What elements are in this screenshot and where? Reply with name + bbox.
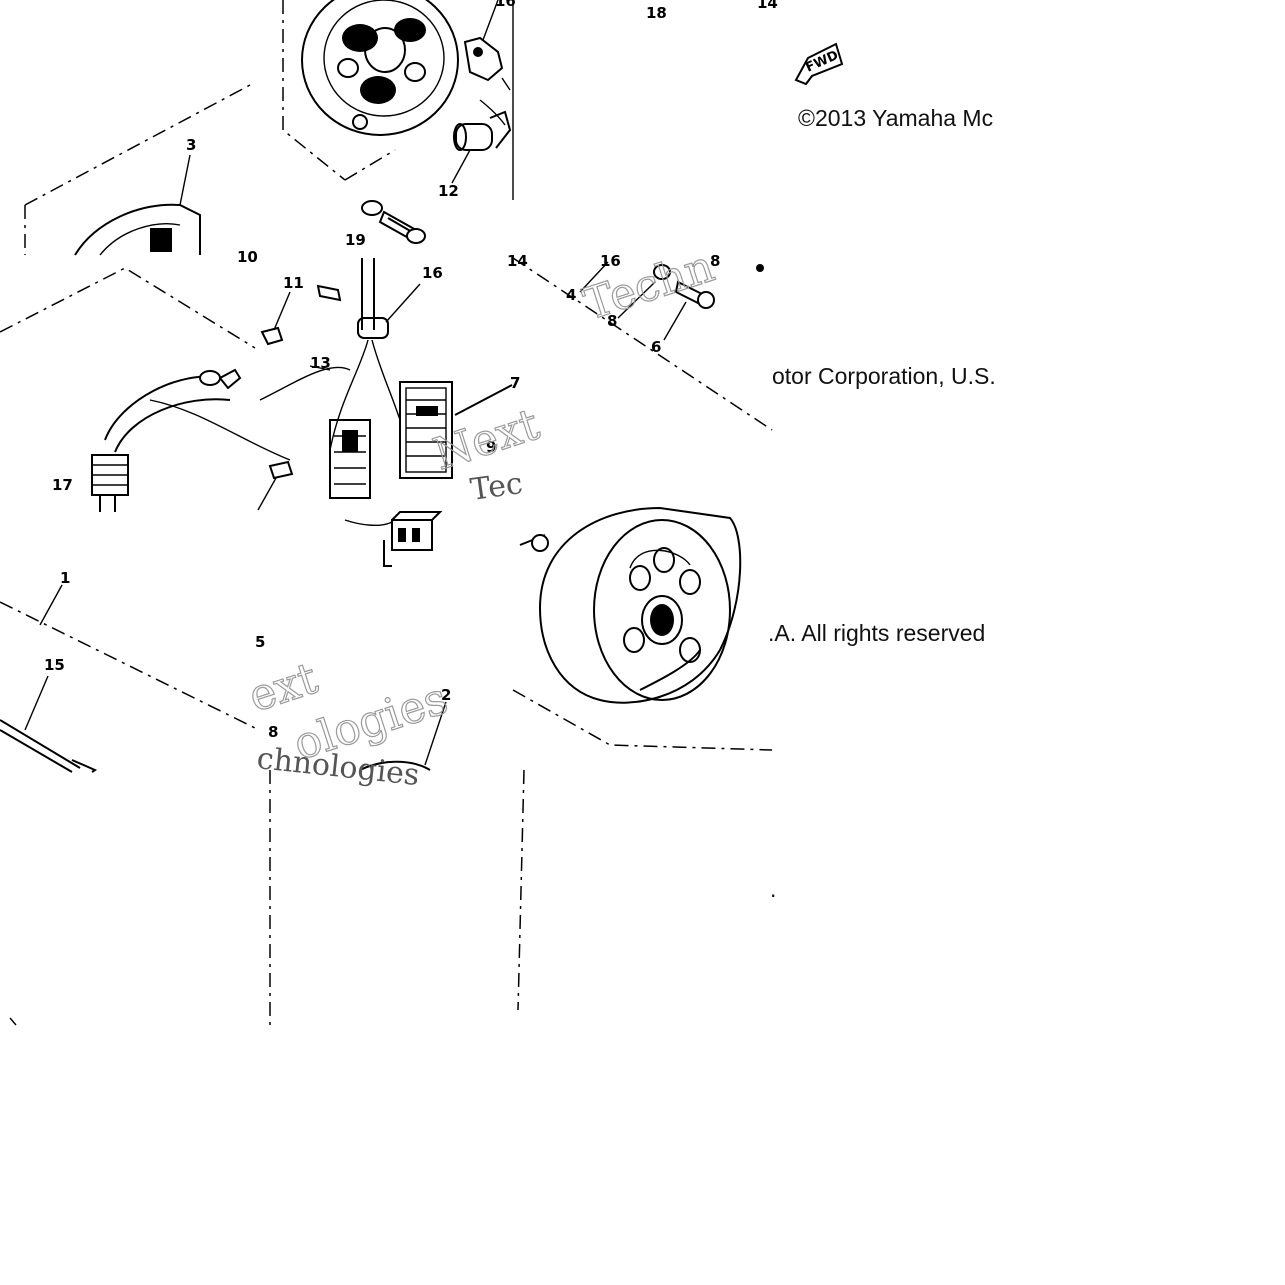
flywheel-rotor-drawing [512, 506, 773, 751]
callout-18: 18 [646, 4, 667, 22]
callout-3: 3 [186, 136, 196, 154]
callout-14a: 14 [757, 0, 778, 12]
copyright-fragment-1: ©2013 Yamaha Mc [798, 105, 994, 131]
callout-7: 7 [510, 374, 520, 392]
callout-15: 15 [44, 656, 65, 674]
fasteners-right [512, 257, 773, 431]
washer-screw-19 [361, 200, 426, 244]
callout-2: 2 [441, 686, 451, 704]
watermark-chnologies: chnologies [255, 741, 421, 793]
callout-14b: 14 [507, 252, 528, 270]
stator-plate-drawing [282, 0, 459, 181]
screws-small-11 [257, 284, 342, 511]
shaft-drawing-15 [0, 584, 256, 773]
callout-13: 13 [310, 354, 331, 372]
condenser-drawing [451, 99, 512, 184]
callout-17: 17 [52, 476, 73, 494]
fwd-arrow-icon: FWD [794, 42, 844, 86]
watermark-text: Techn ext ologies chnologies Next Tec [242, 240, 721, 793]
callout-12: 12 [438, 182, 459, 200]
callout-6: 6 [651, 338, 661, 356]
callout-8b: 8 [607, 312, 617, 330]
callout-16a: 16 [495, 0, 516, 10]
callout-8a: 8 [710, 252, 720, 270]
ignition-coil-drawing [259, 258, 513, 499]
callout-8c: 8 [268, 723, 278, 741]
copyright-fragment-4: . [770, 876, 777, 902]
connector-block-drawing [344, 511, 443, 567]
callout-1: 1 [60, 569, 70, 587]
wire-harness-drawing [0, 267, 291, 512]
callout-4: 4 [566, 286, 576, 304]
contact-breaker-drawing [463, 0, 511, 91]
callout-10: 10 [237, 248, 258, 266]
callout-11: 11 [283, 274, 304, 292]
hub-drawing-3 [24, 84, 251, 256]
callout-16c: 16 [600, 252, 621, 270]
bottom-dashed-guides [9, 769, 525, 1028]
callout-9: 9 [486, 438, 496, 456]
callout-5: 5 [255, 633, 265, 651]
part-2-arc [359, 701, 447, 771]
callout-labels: 16 18 14 3 10 12 19 14 11 16 13 16 8 4 8… [44, 0, 778, 741]
watermark-ext: ext [243, 653, 324, 723]
copyright-fragment-2: otor Corporation, U.S. [772, 363, 996, 389]
copyright-fragment-3: .A. All rights reserved [768, 620, 986, 646]
callout-16b: 16 [422, 264, 443, 282]
watermark-tec: Tec [468, 466, 525, 508]
callout-19: 19 [345, 231, 366, 249]
